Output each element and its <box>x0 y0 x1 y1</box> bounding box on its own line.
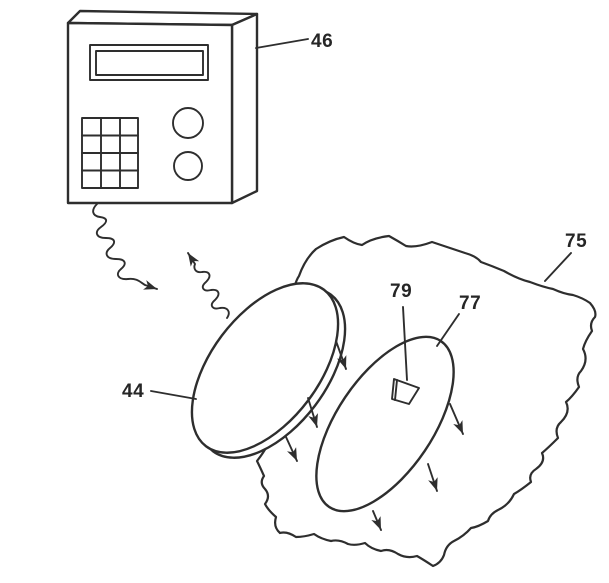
leader-line-77 <box>436 313 460 347</box>
emission-arrow <box>371 510 382 531</box>
device-keypad <box>81 117 139 189</box>
emission-arrow <box>427 463 438 492</box>
device-side-face <box>230 12 259 205</box>
tissue-region-outline <box>255 234 597 568</box>
device-front-face <box>66 21 234 205</box>
control-unit-device <box>66 9 259 205</box>
label-tissue-region: 75 <box>565 231 587 252</box>
wedge-marker-edge-line <box>394 379 398 401</box>
emission-arrow <box>449 403 464 435</box>
label-control-unit: 46 <box>311 31 333 52</box>
device-display-screen <box>95 50 204 76</box>
reference-labels: 46 44 75 79 77 <box>122 31 587 402</box>
wireless-signal-arrow-down <box>92 203 158 290</box>
wedge-marker-outline <box>391 378 420 405</box>
device-button-lower <box>173 151 203 181</box>
wireless-signal-arrow-up <box>187 252 230 319</box>
emission-arrow <box>307 397 318 428</box>
wedge-marker <box>391 378 420 405</box>
device-display-bezel <box>89 44 209 81</box>
wireless-signals <box>92 203 230 319</box>
leader-line-79 <box>402 306 408 381</box>
external-disc-emission-arrows <box>285 340 347 462</box>
label-wedge-marker: 79 <box>390 281 412 302</box>
leader-line-75 <box>544 252 572 282</box>
label-external-disc: 44 <box>122 381 144 402</box>
implanted-disc-emission-arrows <box>371 403 464 531</box>
device-button-upper <box>172 107 204 139</box>
leader-line-46 <box>255 38 309 49</box>
tissue-region <box>255 234 597 568</box>
emission-arrow <box>285 436 298 462</box>
leader-line-44 <box>150 390 197 400</box>
emission-arrow <box>335 340 347 370</box>
label-implanted-disc: 77 <box>459 293 481 314</box>
